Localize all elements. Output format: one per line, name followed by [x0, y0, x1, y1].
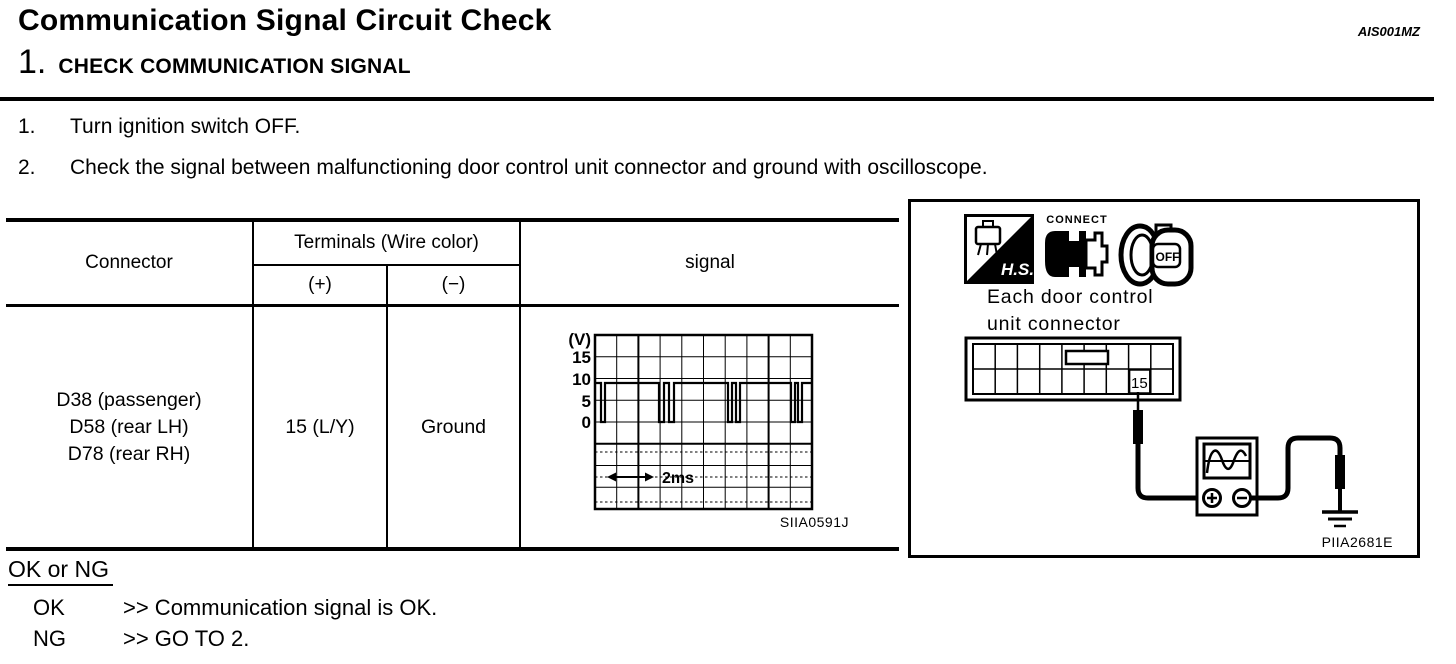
figure-title-line2: unit connector: [987, 313, 1121, 335]
connect-label: CONNECT: [1046, 214, 1108, 226]
cell-terminal-plus: 15 (L/Y): [252, 307, 386, 547]
wiring-diagram: 15: [964, 336, 1358, 528]
connect-plug-glyph: [1045, 231, 1109, 277]
scope-caption: SIIA0591J: [779, 514, 849, 530]
result-action: >> GO TO 2.: [123, 626, 250, 651]
oscilloscope-meter-icon: [1195, 436, 1259, 517]
ignition-off-key-icon: OFF: [1118, 223, 1194, 287]
pin-label: 15: [1131, 375, 1148, 392]
scope-unit-label: (V): [568, 330, 591, 349]
table-header-row: Connector Terminals (Wire color) (+) (−)…: [6, 222, 899, 307]
scope-grid: [593, 333, 814, 511]
signal-table: Connector Terminals (Wire color) (+) (−)…: [6, 218, 899, 551]
instruction-number: 1.: [18, 115, 36, 138]
connect-icon: CONNECT: [1044, 214, 1110, 286]
result-item-ng: NG >> GO TO 2.: [33, 626, 249, 652]
figure-title-line1: Each door control: [987, 286, 1154, 308]
scope-waveform: [595, 381, 812, 424]
doc-code: AIS001MZ: [1357, 24, 1420, 39]
cell-terminal-minus: Ground: [386, 307, 519, 547]
cell-signal-figure: (V) 15 10 5 0: [519, 307, 899, 547]
figure-box: H.S. CONNECT OFF Each door control unit …: [908, 199, 1420, 558]
door-connector-diagram: [964, 336, 1182, 402]
horizontal-rule: [0, 97, 1434, 101]
step-number: 1.: [18, 43, 47, 81]
header-cell-signal: signal: [519, 222, 899, 304]
instruction-text: Turn ignition switch OFF.: [70, 115, 301, 138]
instruction-text: Check the signal between malfunctioning …: [70, 156, 988, 179]
probe-wire-positive: [1133, 392, 1204, 501]
instruction-list: 1. Turn ignition switch OFF. 2. Check th…: [18, 114, 988, 196]
scope-tick-15: 15: [572, 348, 591, 367]
connector-line: D58 (rear LH): [69, 415, 189, 438]
time-scale-arrow: [607, 472, 654, 482]
cell-connectors: D38 (passenger) D58 (rear LH) D78 (rear …: [6, 307, 252, 547]
result-label: OK: [33, 595, 65, 620]
result-heading: OK or NG: [8, 556, 113, 586]
header-cell-minus: (−): [386, 266, 519, 304]
instruction-item: 2. Check the signal between malfunctioni…: [18, 155, 988, 181]
hs-tool-icon: H.S.: [964, 214, 1034, 284]
key-off-label: OFF: [1156, 250, 1180, 264]
connector-line: D78 (rear RH): [67, 442, 191, 465]
header-cell-terminals-group: Terminals (Wire color) (+) (−): [252, 222, 519, 304]
page-title: Communication Signal Circuit Check: [18, 4, 552, 37]
scope-tick-5: 5: [582, 392, 591, 411]
instruction-item: 1. Turn ignition switch OFF.: [18, 114, 988, 140]
probe-wire-ground: [1251, 435, 1345, 512]
scope-y-axis-labels: (V) 15 10 5 0: [568, 330, 591, 432]
time-scale-label: 2ms: [662, 470, 694, 487]
header-cell-plus: (+): [308, 274, 332, 295]
scope-tick-0: 0: [582, 413, 591, 432]
result-label: NG: [33, 626, 66, 651]
oscilloscope-figure: (V) 15 10 5 0: [568, 330, 814, 511]
step-heading-text: CHECK COMMUNICATION SIGNAL: [58, 55, 411, 78]
figure-caption: PIIA2681E: [1321, 534, 1393, 550]
header-cell-terminals: Terminals (Wire color): [254, 222, 519, 266]
connector-line: D38 (passenger): [56, 388, 202, 411]
hs-label: H.S.: [1001, 260, 1034, 279]
header-cell-connector: Connector: [85, 252, 173, 273]
table-data-row: D38 (passenger) D58 (rear LH) D78 (rear …: [6, 307, 899, 547]
scope-tick-10: 10: [572, 370, 591, 389]
instruction-number: 2.: [18, 156, 36, 179]
result-item-ok: OK >> Communication signal is OK.: [33, 595, 437, 621]
result-action: >> Communication signal is OK.: [123, 595, 438, 620]
ground-symbol-icon: [1322, 510, 1358, 528]
step-heading: 1. CHECK COMMUNICATION SIGNAL: [18, 44, 411, 80]
